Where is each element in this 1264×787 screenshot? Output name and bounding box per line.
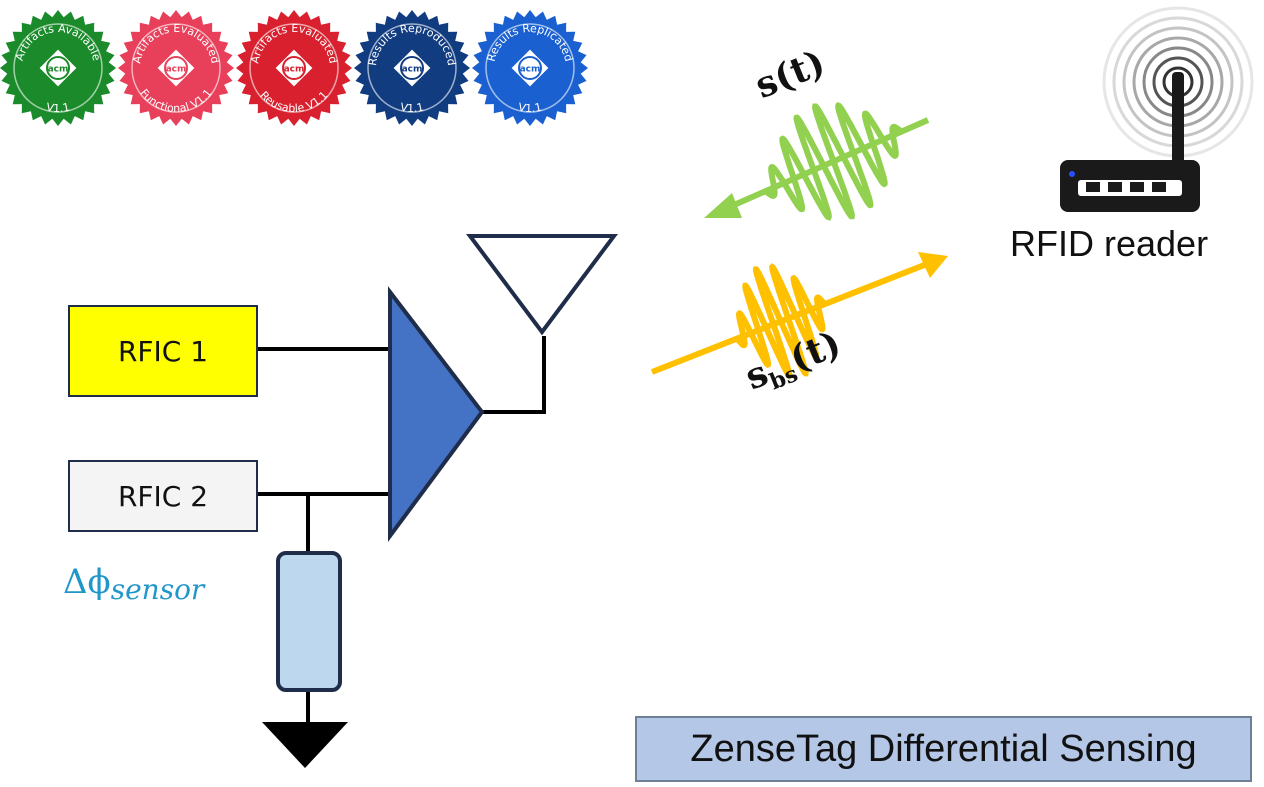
diagram-title: ZenseTag Differential Sensing (690, 727, 1197, 770)
antenna-symbol (466, 234, 618, 336)
badge-bottom-text: V1.1 (517, 101, 543, 116)
wire-antenna (482, 336, 546, 414)
ground-symbol (262, 722, 348, 768)
badge-bottom-text: V1.1 (45, 101, 71, 116)
phase-symbol: Δϕ (63, 562, 111, 602)
acm-logo-text: acm (284, 65, 305, 75)
acm-logo-text: acm (520, 65, 541, 75)
diagram-title-box: ZenseTag Differential Sensing (635, 716, 1252, 782)
rfic-1-block: RFIC 1 (68, 305, 258, 397)
acm-logo-text: acm (48, 65, 69, 75)
backscatter-signal-wave (650, 252, 948, 380)
phase-subscript: sensor (110, 573, 205, 606)
rfic-2-block: RFIC 2 (68, 460, 258, 532)
rfid-reader-icon (1060, 6, 1254, 212)
rfic-2-label: RFIC 2 (117, 479, 209, 513)
circuit-wires (258, 336, 546, 722)
rfic-1-label: RFIC 1 (117, 334, 209, 368)
acm-logo-text: acm (402, 65, 423, 75)
backscatter-arrowhead (918, 252, 948, 278)
badge-bottom-text: V1.1 (399, 101, 425, 116)
rfid-reader-label: RFID reader (1010, 223, 1209, 264)
sensor-resistor (276, 551, 342, 692)
amplifier-symbol (388, 286, 485, 543)
forward-signal-wave (704, 102, 930, 221)
forward-arrowhead (704, 193, 742, 218)
phase-difference-label: Δϕsensor (63, 562, 204, 606)
acm-logo-text: acm (166, 65, 187, 75)
